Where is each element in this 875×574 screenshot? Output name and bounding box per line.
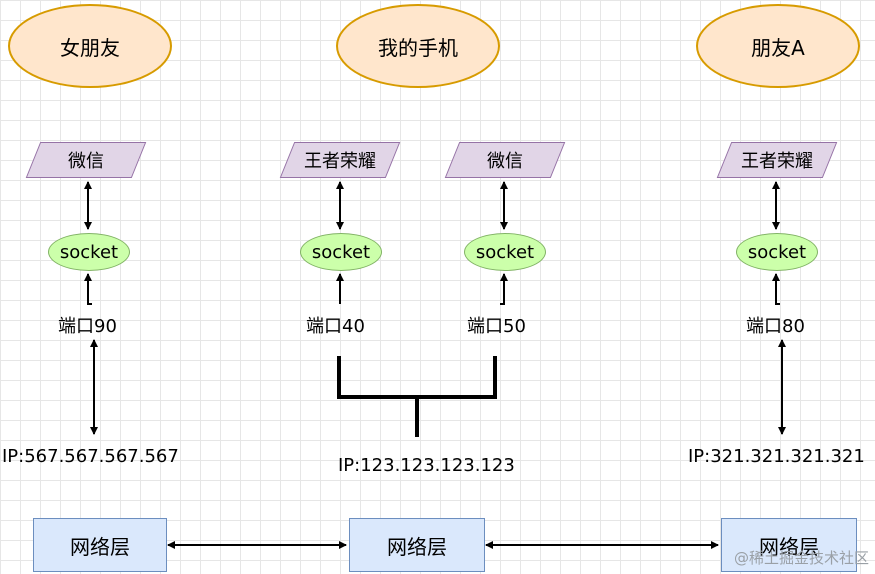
network-layer-left-label: 网络层 xyxy=(70,534,130,559)
arrow-port-socket-middle-b xyxy=(500,273,508,305)
device-my-phone: 我的手机 xyxy=(336,4,500,88)
device-girlfriend: 女朋友 xyxy=(8,4,172,88)
app-honor-of-kings-middle-label: 王者荣耀 xyxy=(304,151,376,172)
port-right: 端口80 xyxy=(746,316,805,337)
socket-middle-b: socket xyxy=(464,233,546,271)
device-my-phone-label: 我的手机 xyxy=(378,35,458,60)
watermark: @稀土掘金技术社区 xyxy=(733,549,869,567)
network-layer-middle: 网络层 xyxy=(349,518,485,572)
network-layer-left: 网络层 xyxy=(33,518,167,572)
socket-middle-a: socket xyxy=(300,233,382,271)
port-left: 端口90 xyxy=(58,316,117,337)
arrow-port-socket-left xyxy=(84,273,92,305)
app-wechat-left: 微信 xyxy=(33,142,139,178)
socket-left-label: socket xyxy=(59,241,119,263)
app-wechat-middle: 微信 xyxy=(452,142,558,178)
network-layer-right-label: 网络层 xyxy=(759,534,819,559)
device-friend-a: 朋友A xyxy=(696,4,860,88)
network-layer-right: 网络层 xyxy=(721,518,857,572)
app-wechat-left-label: 微信 xyxy=(68,151,104,172)
app-honor-of-kings-middle: 王者荣耀 xyxy=(287,142,393,178)
app-honor-of-kings-right: 王者荣耀 xyxy=(724,142,830,178)
port-merge-bracket xyxy=(337,356,497,399)
ip-middle: IP:123.123.123.123 xyxy=(338,455,515,476)
network-layer-middle-label: 网络层 xyxy=(387,534,447,559)
socket-left: socket xyxy=(48,233,130,271)
socket-right: socket xyxy=(736,233,818,271)
ip-right: IP:321.321.321.321 xyxy=(688,446,865,467)
ip-left: IP:567.567.567.567 xyxy=(2,446,179,467)
socket-middle-b-label: socket xyxy=(475,241,535,263)
app-wechat-middle-label: 微信 xyxy=(487,151,523,172)
socket-right-label: socket xyxy=(747,241,807,263)
app-honor-of-kings-right-label: 王者荣耀 xyxy=(741,151,813,172)
device-friend-a-label: 朋友A xyxy=(751,35,805,60)
port-middle-b: 端口50 xyxy=(467,316,526,337)
port-middle-a: 端口40 xyxy=(306,316,365,337)
arrow-port-socket-right xyxy=(772,273,780,305)
socket-middle-a-label: socket xyxy=(311,241,371,263)
device-girlfriend-label: 女朋友 xyxy=(60,35,120,60)
